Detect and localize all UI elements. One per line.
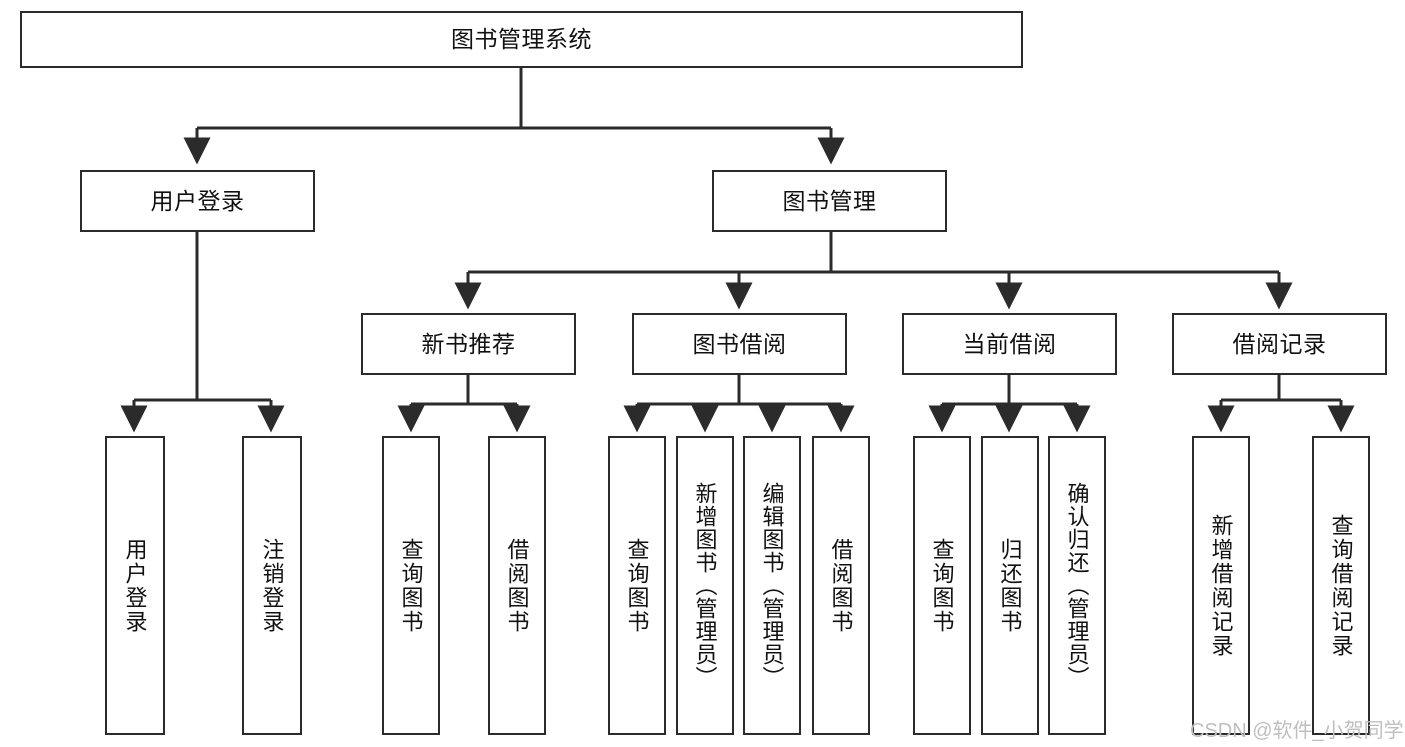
node-label: 图书管理 bbox=[782, 187, 877, 214]
node-label: 查询图书 bbox=[929, 537, 955, 634]
csdn-watermark: CSDN @软件_小贺同学 bbox=[1190, 720, 1404, 742]
leaf-add-book-admin[interactable]: 新增图书（管理员） bbox=[676, 436, 734, 735]
leaf-confirm-return-admin[interactable]: 确认归还（管理员） bbox=[1048, 436, 1106, 735]
leaf-edit-book-admin[interactable]: 编辑图书（管理员） bbox=[743, 436, 801, 735]
node-label: 借阅记录 bbox=[1232, 330, 1327, 357]
leaf-borrow-book-recommend[interactable]: 借阅图书 bbox=[488, 436, 546, 735]
node-user-login[interactable]: 用户登录 bbox=[80, 170, 315, 232]
node-label: 借阅图书 bbox=[504, 537, 530, 634]
node-label: 新增图书（管理员） bbox=[692, 482, 718, 689]
leaf-return-book[interactable]: 归还图书 bbox=[981, 436, 1039, 735]
node-label: 用户登录 bbox=[150, 187, 245, 214]
leaf-query-book-borrow[interactable]: 查询图书 bbox=[608, 436, 666, 735]
leaf-borrow-book[interactable]: 借阅图书 bbox=[812, 436, 870, 735]
leaf-query-borrow-record[interactable]: 查询借阅记录 bbox=[1312, 436, 1370, 735]
node-label: 查询图书 bbox=[624, 537, 650, 634]
node-label: 查询图书 bbox=[398, 537, 424, 634]
node-label: 图书管理系统 bbox=[451, 26, 592, 53]
node-label: 确认归还（管理员） bbox=[1064, 482, 1090, 689]
node-current-borrow[interactable]: 当前借阅 bbox=[902, 313, 1117, 375]
leaf-user-login[interactable]: 用户登录 bbox=[105, 436, 165, 735]
node-book-management[interactable]: 图书管理 bbox=[712, 170, 947, 232]
node-new-book-recommend[interactable]: 新书推荐 bbox=[361, 313, 576, 375]
node-label: 注销登录 bbox=[259, 537, 285, 634]
node-root-system[interactable]: 图书管理系统 bbox=[20, 11, 1023, 68]
leaf-logout[interactable]: 注销登录 bbox=[242, 436, 302, 735]
node-label: 借阅图书 bbox=[828, 537, 854, 634]
leaf-query-book-recommend[interactable]: 查询图书 bbox=[382, 436, 440, 735]
leaf-add-borrow-record[interactable]: 新增借阅记录 bbox=[1192, 436, 1250, 735]
node-label: 用户登录 bbox=[122, 537, 148, 634]
node-label: 新书推荐 bbox=[421, 330, 516, 357]
node-label: 新增借阅记录 bbox=[1208, 513, 1234, 658]
leaf-query-book-current[interactable]: 查询图书 bbox=[913, 436, 971, 735]
node-label: 当前借阅 bbox=[962, 330, 1057, 357]
node-label: 归还图书 bbox=[997, 537, 1023, 634]
node-borrow-records[interactable]: 借阅记录 bbox=[1172, 313, 1387, 375]
node-label: 图书借阅 bbox=[692, 330, 787, 357]
node-label: 编辑图书（管理员） bbox=[759, 482, 785, 689]
node-label: 查询借阅记录 bbox=[1328, 513, 1354, 658]
node-book-borrow[interactable]: 图书借阅 bbox=[632, 313, 847, 375]
